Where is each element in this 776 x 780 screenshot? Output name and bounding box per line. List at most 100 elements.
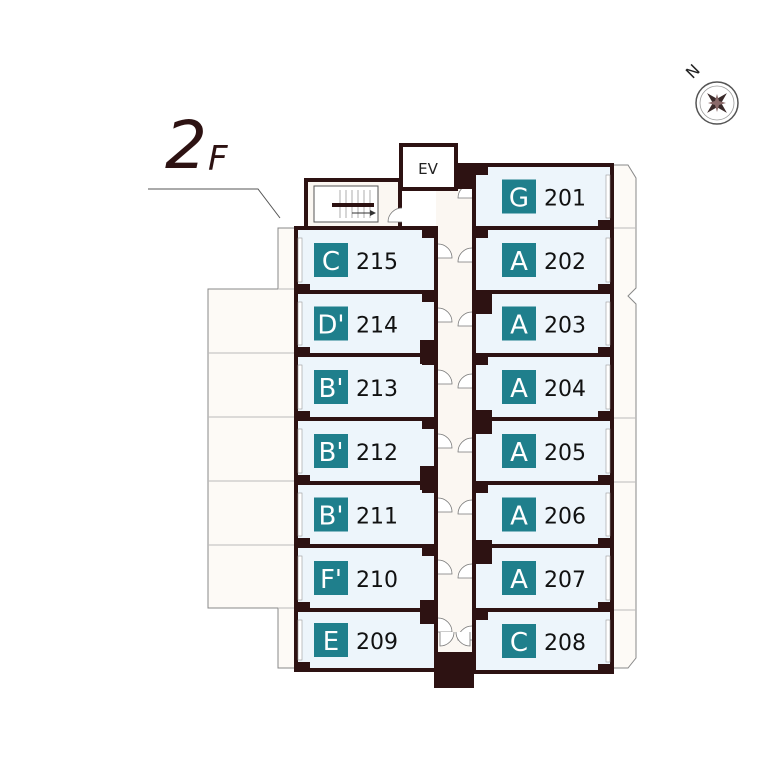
column — [598, 284, 614, 294]
unit-number-label: 212 — [356, 441, 398, 466]
unit-type-badge — [314, 243, 348, 277]
door-swing — [437, 369, 453, 385]
unit-room — [472, 417, 614, 485]
unit-type-label: B' — [319, 374, 344, 404]
unit-type-label: C — [322, 247, 340, 277]
unit-type-badge — [314, 623, 348, 657]
column — [598, 538, 614, 548]
door-swing — [457, 563, 473, 579]
window — [605, 492, 611, 537]
door-swing — [457, 247, 473, 263]
unit-type-badge — [502, 624, 536, 658]
column — [294, 538, 310, 548]
column — [472, 226, 488, 238]
unit-number-label: 211 — [356, 505, 398, 530]
column — [294, 347, 310, 357]
unit-type-label: E — [323, 627, 339, 657]
unit-type-badge — [502, 434, 536, 468]
unit-type-badge — [502, 179, 536, 214]
wall-pier — [474, 540, 492, 564]
unit-number-label: 205 — [544, 441, 586, 466]
unit-left-1[interactable]: D' 214 — [294, 290, 438, 357]
floor-suffix: F — [208, 139, 228, 179]
unit-type-badge — [502, 561, 536, 595]
unit-number-label: 201 — [544, 187, 586, 212]
window — [297, 364, 303, 410]
column — [472, 481, 488, 493]
compass-icon: N — [682, 60, 739, 125]
column — [472, 608, 488, 620]
window — [297, 555, 303, 601]
unit-number-label: 208 — [544, 631, 586, 656]
column — [294, 284, 310, 294]
unit-type-label: A — [510, 565, 528, 595]
unit-type-label: B' — [319, 438, 344, 468]
unit-type-badge — [314, 370, 348, 404]
unit-left-4[interactable]: B' 211 — [294, 481, 438, 548]
unit-type-label: A — [510, 247, 528, 277]
window — [605, 364, 611, 410]
unit-type-label: A — [510, 438, 528, 468]
column — [422, 226, 438, 238]
unit-right-0[interactable]: G 201 — [472, 163, 614, 230]
door-swing — [439, 631, 455, 647]
floor-number: 2 — [165, 107, 207, 184]
unit-type-badge — [314, 497, 348, 532]
column — [422, 290, 438, 302]
door-swing — [437, 433, 453, 449]
unit-type-label: C — [510, 628, 528, 658]
unit-left-0[interactable]: C 215 — [294, 226, 438, 294]
wall-pier — [420, 340, 438, 364]
unit-type-label: G — [509, 184, 529, 214]
column — [472, 353, 488, 365]
unit-right-1[interactable]: A 202 — [472, 226, 614, 294]
wall-pier — [474, 410, 492, 434]
unit-type-badge — [502, 243, 536, 277]
unit-type-badge — [502, 497, 536, 532]
corridor — [436, 165, 474, 670]
unit-type-label: B' — [319, 502, 344, 532]
unit-right-7[interactable]: C 208 — [472, 608, 614, 674]
unit-type-label: A — [510, 502, 528, 532]
unit-number-label: 213 — [356, 377, 398, 402]
window — [297, 301, 303, 346]
column — [598, 664, 614, 674]
door-swing — [457, 437, 473, 453]
unit-number-label: 214 — [356, 314, 398, 339]
window — [605, 237, 611, 283]
door-swing — [437, 307, 453, 323]
floor-label-leader — [148, 188, 281, 219]
unit-number-label: 215 — [356, 250, 398, 275]
column — [294, 662, 310, 672]
unit-room — [472, 353, 614, 421]
door-swing — [387, 207, 403, 223]
column — [598, 347, 614, 357]
wall-pier — [474, 290, 492, 314]
unit-right-4[interactable]: A 205 — [472, 417, 614, 485]
unit-type-badge — [502, 370, 536, 404]
unit-left-5[interactable]: F'210 — [294, 544, 438, 612]
column — [294, 602, 310, 612]
left-balcony — [207, 227, 296, 669]
window — [297, 428, 303, 474]
unit-type-label: A — [510, 311, 528, 341]
unit-left-2[interactable]: B' 213 — [294, 353, 438, 421]
door-swing — [457, 499, 473, 515]
window — [605, 428, 611, 474]
unit-left-3[interactable]: B' 212 — [294, 417, 438, 485]
door-swing — [437, 497, 453, 513]
corridor-doors — [387, 163, 476, 647]
door-swing — [455, 631, 471, 647]
unit-room — [472, 163, 614, 230]
door-swing — [437, 617, 453, 633]
unit-type-label: D' — [317, 311, 344, 341]
unit-room — [472, 481, 614, 548]
unit-number-label: 202 — [544, 250, 586, 275]
